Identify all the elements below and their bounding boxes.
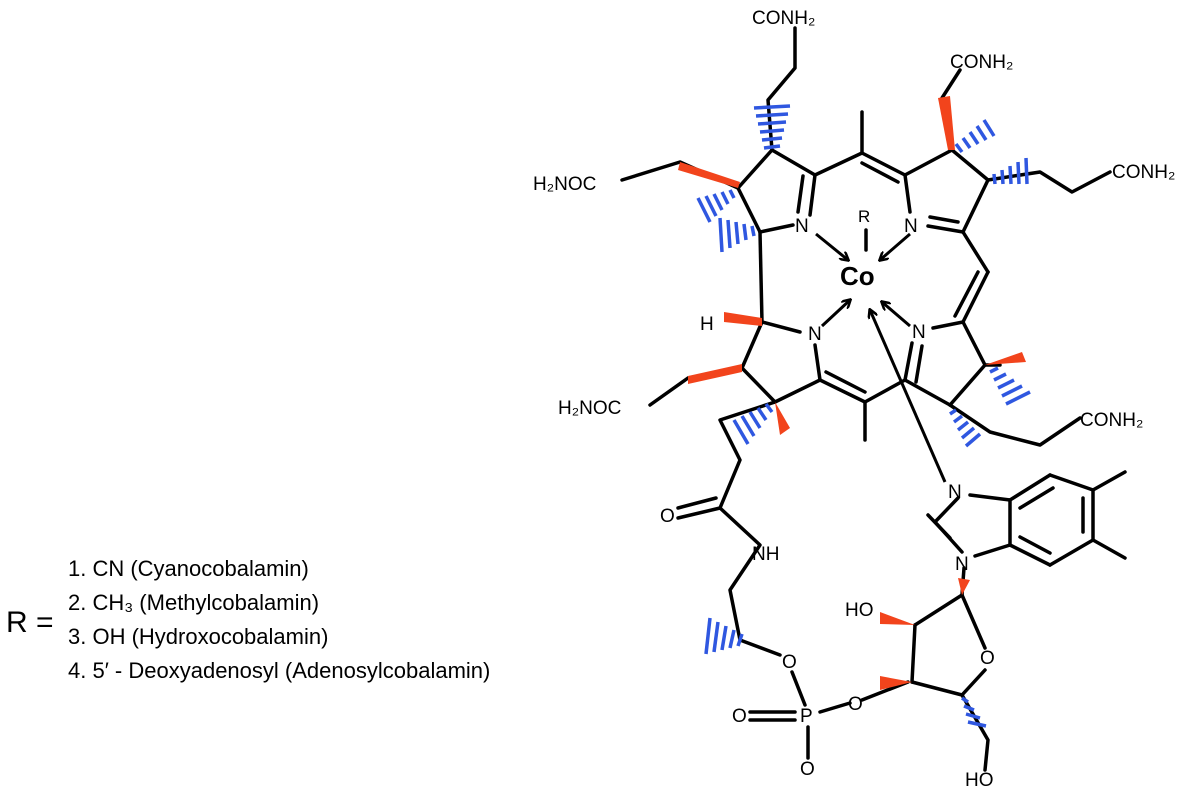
hashed-bonds: [696, 104, 1031, 728]
label-ho-bottom: HO: [965, 770, 994, 791]
label-o-phosphate-left: O: [732, 706, 747, 727]
r-group-item: 1. CN (Cyanocobalamin): [68, 556, 309, 581]
label-n-ring-a: N: [795, 216, 809, 237]
r-group-item: 2. CH₃ (Methylcobalamin): [68, 590, 320, 615]
corrin-ring-bonds: [736, 110, 990, 442]
r-group-list: 1. CN (Cyanocobalamin) 2. CH₃ (Methylcob…: [68, 552, 490, 688]
benzimidazole-ribose-bonds: [910, 470, 1127, 772]
label-n-imidazole-top: N: [948, 482, 962, 503]
label-n-ring-b: N: [904, 216, 918, 237]
r-group-legend: R = 1. CN (Cyanocobalamin) 2. CH₃ (Methy…: [6, 548, 646, 698]
label-conh2-right: CONH₂: [1112, 162, 1175, 183]
label-o-phosphate-right: O: [848, 694, 863, 715]
label-h-atom: H: [700, 314, 714, 335]
label-n-ring-d: N: [808, 324, 822, 345]
label-n-ring-c: N: [912, 322, 926, 343]
label-o-ester: O: [782, 652, 797, 673]
label-o-phosphate-bottom: O: [800, 759, 815, 780]
label-p-atom: P: [800, 706, 813, 727]
label-r-axial: R: [858, 207, 870, 226]
label-h2noc-lower-left: H₂NOC: [558, 398, 621, 419]
label-cobalt: Co: [840, 261, 875, 291]
atom-labels: CONH₂ CONH₂ CONH₂ CONH₂ H₂NOC H₂NOC N N …: [533, 8, 1175, 791]
label-n-imidazole-bottom: N: [955, 554, 969, 575]
coordination-arrows: [815, 228, 947, 483]
label-h2noc-upper-left: H₂NOC: [533, 174, 596, 195]
label-conh2-top-right: CONH₂: [950, 52, 1013, 73]
label-conh2-lower-right: CONH₂: [1080, 410, 1143, 431]
r-group-item: 4. 5′ - Deoxyadenosyl (Adenosylcobalamin…: [68, 658, 491, 683]
label-o-ring: O: [980, 648, 995, 669]
label-conh2-top: CONH₂: [752, 8, 815, 29]
label-ho-sugar: HO: [845, 600, 874, 621]
wedge-bonds: [678, 96, 1026, 690]
label-o-amide: O: [660, 506, 675, 527]
r-group-item: 3. OH (Hydroxocobalamin): [68, 624, 329, 649]
r-equals-label: R =: [6, 606, 54, 639]
label-nh: NH: [752, 544, 779, 565]
